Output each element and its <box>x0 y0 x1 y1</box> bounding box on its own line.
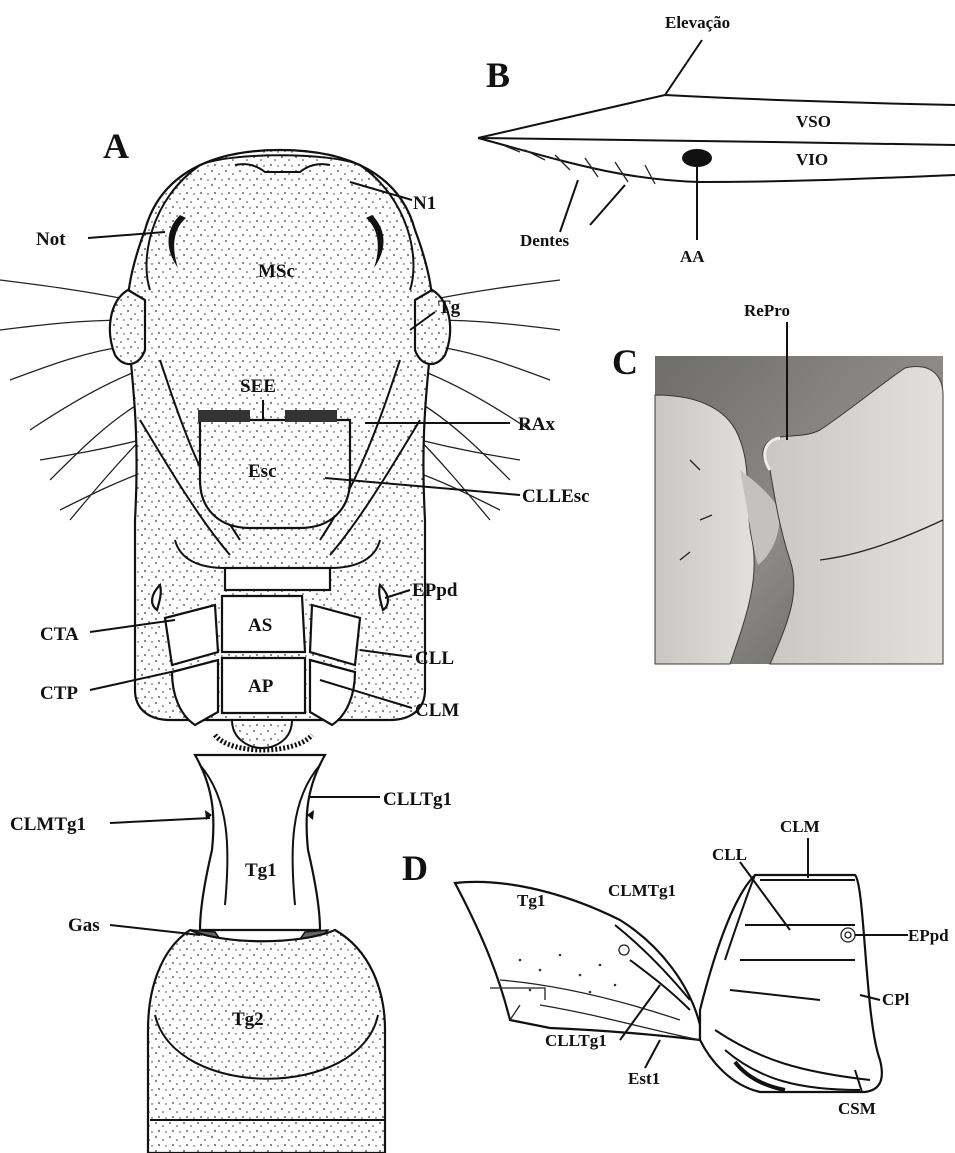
label-dentes: Dentes <box>520 231 569 250</box>
label-rax: RAx <box>518 414 555 435</box>
label-d-csm: CSM <box>838 1099 876 1118</box>
panel-d-drawing <box>455 838 908 1092</box>
panel-label-a: A <box>103 126 129 166</box>
label-clmtg1: CLMTg1 <box>10 814 86 835</box>
label-n1: N1 <box>413 193 436 214</box>
label-d-cpl: CPl <box>882 990 910 1009</box>
label-eppd: EPpd <box>412 580 458 601</box>
tegula-left <box>110 290 145 364</box>
label-tg2: Tg2 <box>232 1009 264 1030</box>
label-d-est1: Est1 <box>628 1069 660 1088</box>
label-vio: VIO <box>796 150 828 169</box>
label-clm: CLM <box>415 700 459 721</box>
label-aa: AA <box>680 247 705 266</box>
panel-a-drawing <box>0 150 560 1153</box>
label-ap: AP <box>248 676 274 697</box>
label-esc: Esc <box>248 461 277 482</box>
label-clltg1: CLLTg1 <box>383 789 452 810</box>
label-as: AS <box>248 615 272 636</box>
panel-label-b: B <box>486 55 510 95</box>
label-repro: RePro <box>744 301 790 320</box>
label-d-clmtg1: CLMTg1 <box>608 881 676 900</box>
panel-c-photo <box>655 322 943 664</box>
aa-spot <box>682 149 712 167</box>
label-see: SEE <box>240 376 276 397</box>
label-elevacao: Elevação <box>665 13 730 32</box>
label-d-clltg1: CLLTg1 <box>545 1031 607 1050</box>
label-tg1: Tg1 <box>245 860 277 881</box>
panel-b-drawing <box>478 40 955 240</box>
label-tg: Tg <box>438 297 461 318</box>
label-cta: CTA <box>40 624 79 645</box>
label-d-clm: CLM <box>780 817 820 836</box>
panel-label-d: D <box>402 848 428 888</box>
label-not: Not <box>36 229 66 250</box>
label-cll: CLL <box>415 648 454 669</box>
label-vso: VSO <box>796 112 831 131</box>
tergite-1 <box>195 755 325 930</box>
label-d-eppd: EPpd <box>908 926 949 945</box>
panel-label-c: C <box>612 342 638 382</box>
label-ctp: CTP <box>40 683 78 704</box>
label-gas: Gas <box>68 915 100 936</box>
label-msc: MSc <box>258 261 295 282</box>
label-cllesc: CLLEsc <box>522 486 590 507</box>
label-d-cll: CLL <box>712 845 747 864</box>
label-d-tg1: Tg1 <box>517 891 545 910</box>
